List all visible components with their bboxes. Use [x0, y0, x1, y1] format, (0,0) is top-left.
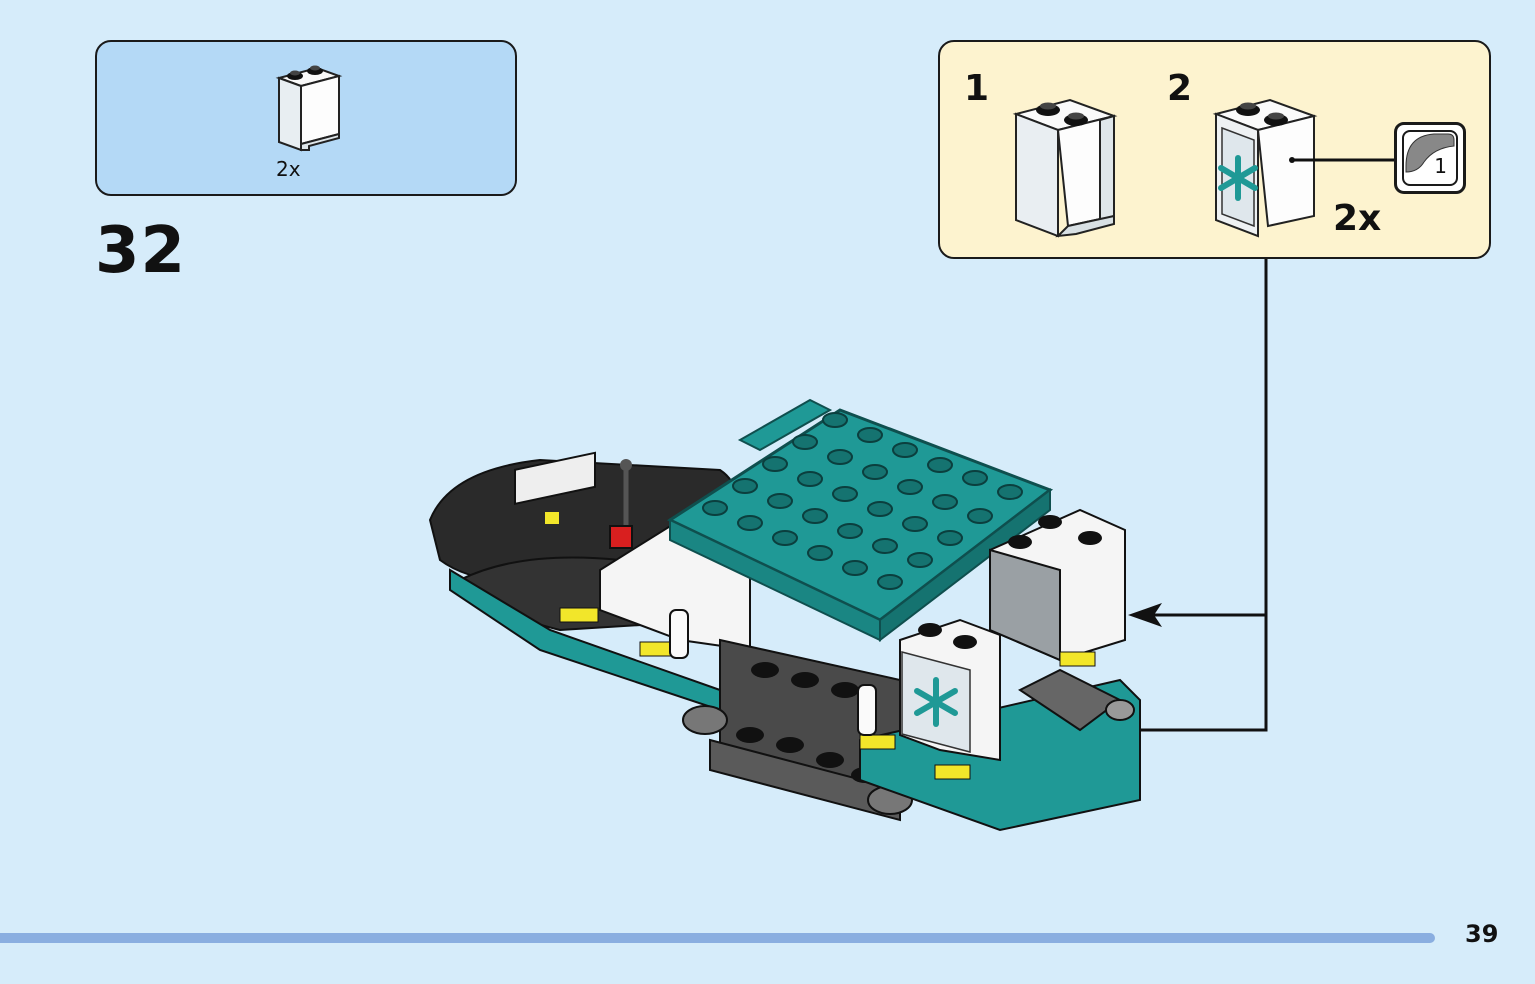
step-number: 32: [95, 214, 187, 288]
ambulance-model-illustration: [428, 398, 1141, 832]
sticker-number: 1: [1434, 154, 1447, 178]
substep-callout: 1 2 1: [938, 40, 1491, 259]
sticker-reference: 1: [1394, 122, 1466, 194]
page-number: 39: [1465, 920, 1499, 948]
substep-1-label: 1: [964, 68, 990, 109]
progress-bar: [0, 933, 1435, 943]
white-panel-with-sticker-icon: [1212, 98, 1318, 238]
white-panel-icon: [1012, 98, 1118, 238]
substep-2-label: 2: [1167, 68, 1193, 109]
arrow-head-upper-icon: [1128, 603, 1162, 627]
parts-quantity: 2x: [276, 157, 301, 181]
substep-quantity: 2x: [1333, 198, 1382, 239]
sticker-connector-line: [1289, 157, 1394, 163]
white-panel-piece-icon: [275, 65, 343, 152]
sticker-sheet-icon: 1: [1402, 130, 1458, 186]
parts-list-box: 2x: [95, 40, 517, 196]
